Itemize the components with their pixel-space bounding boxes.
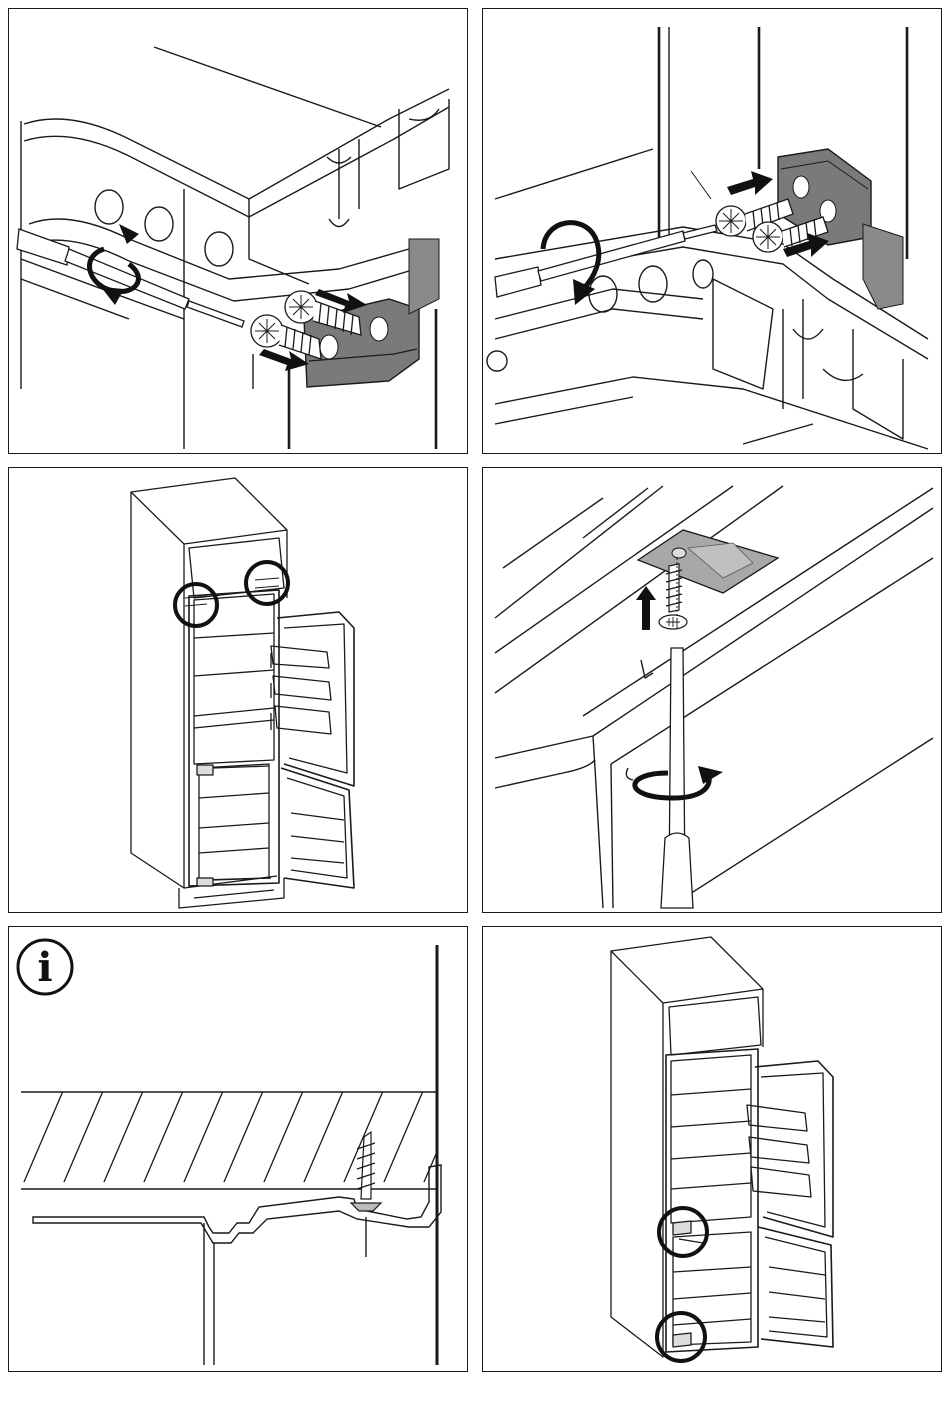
- panel-hinge-screws-right: [482, 8, 942, 454]
- fridge-upper-hinges-illustration: [9, 468, 468, 913]
- hinge-screws-right-illustration: [483, 9, 942, 454]
- panel-lower-hinges: [482, 926, 942, 1372]
- cover-screw-illustration: [483, 468, 942, 913]
- panel-hinge-screws-left: [8, 8, 468, 454]
- svg-text:i: i: [37, 944, 52, 991]
- panel-info-cross-section: i: [8, 926, 468, 1372]
- fridge-lower-hinges-illustration: [483, 927, 942, 1372]
- panel-cover-screw: [482, 467, 942, 913]
- panel-upper-hinges: [8, 467, 468, 913]
- highlight-circle-right: [246, 562, 288, 604]
- info-icon: i: [18, 940, 72, 994]
- cross-section-illustration: i: [9, 927, 468, 1372]
- hinge-screws-left-illustration: [9, 9, 468, 454]
